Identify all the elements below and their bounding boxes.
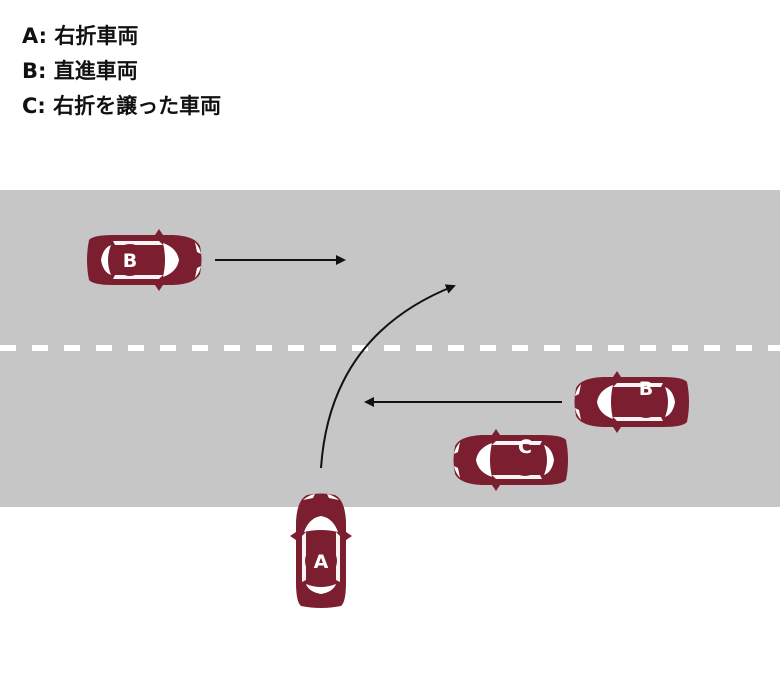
car-b-top-label: B bbox=[123, 250, 137, 272]
car-b-top: B bbox=[87, 229, 202, 291]
car-b-right-badge bbox=[630, 386, 662, 418]
car-b-right-label: B bbox=[639, 378, 653, 400]
legend-item-a: A: 右折車両 bbox=[22, 24, 139, 48]
arrow-a-right-turn bbox=[320, 284, 456, 469]
car-a: A bbox=[290, 493, 352, 608]
car-c-badge bbox=[509, 444, 541, 476]
legend-item-b: B: 直進車両 bbox=[22, 59, 138, 83]
legend: A: 右折車両 B: 直進車両 C: 右折を譲った車両 bbox=[22, 20, 221, 125]
car-a-badge bbox=[305, 545, 337, 577]
legend-item-c: C: 右折を譲った車両 bbox=[22, 94, 222, 118]
car-b-top-badge bbox=[114, 244, 146, 276]
car-c: C bbox=[453, 429, 568, 491]
car-b-right: B bbox=[574, 371, 689, 433]
car-c-label: C bbox=[518, 436, 532, 458]
car-a-label: A bbox=[314, 551, 329, 573]
